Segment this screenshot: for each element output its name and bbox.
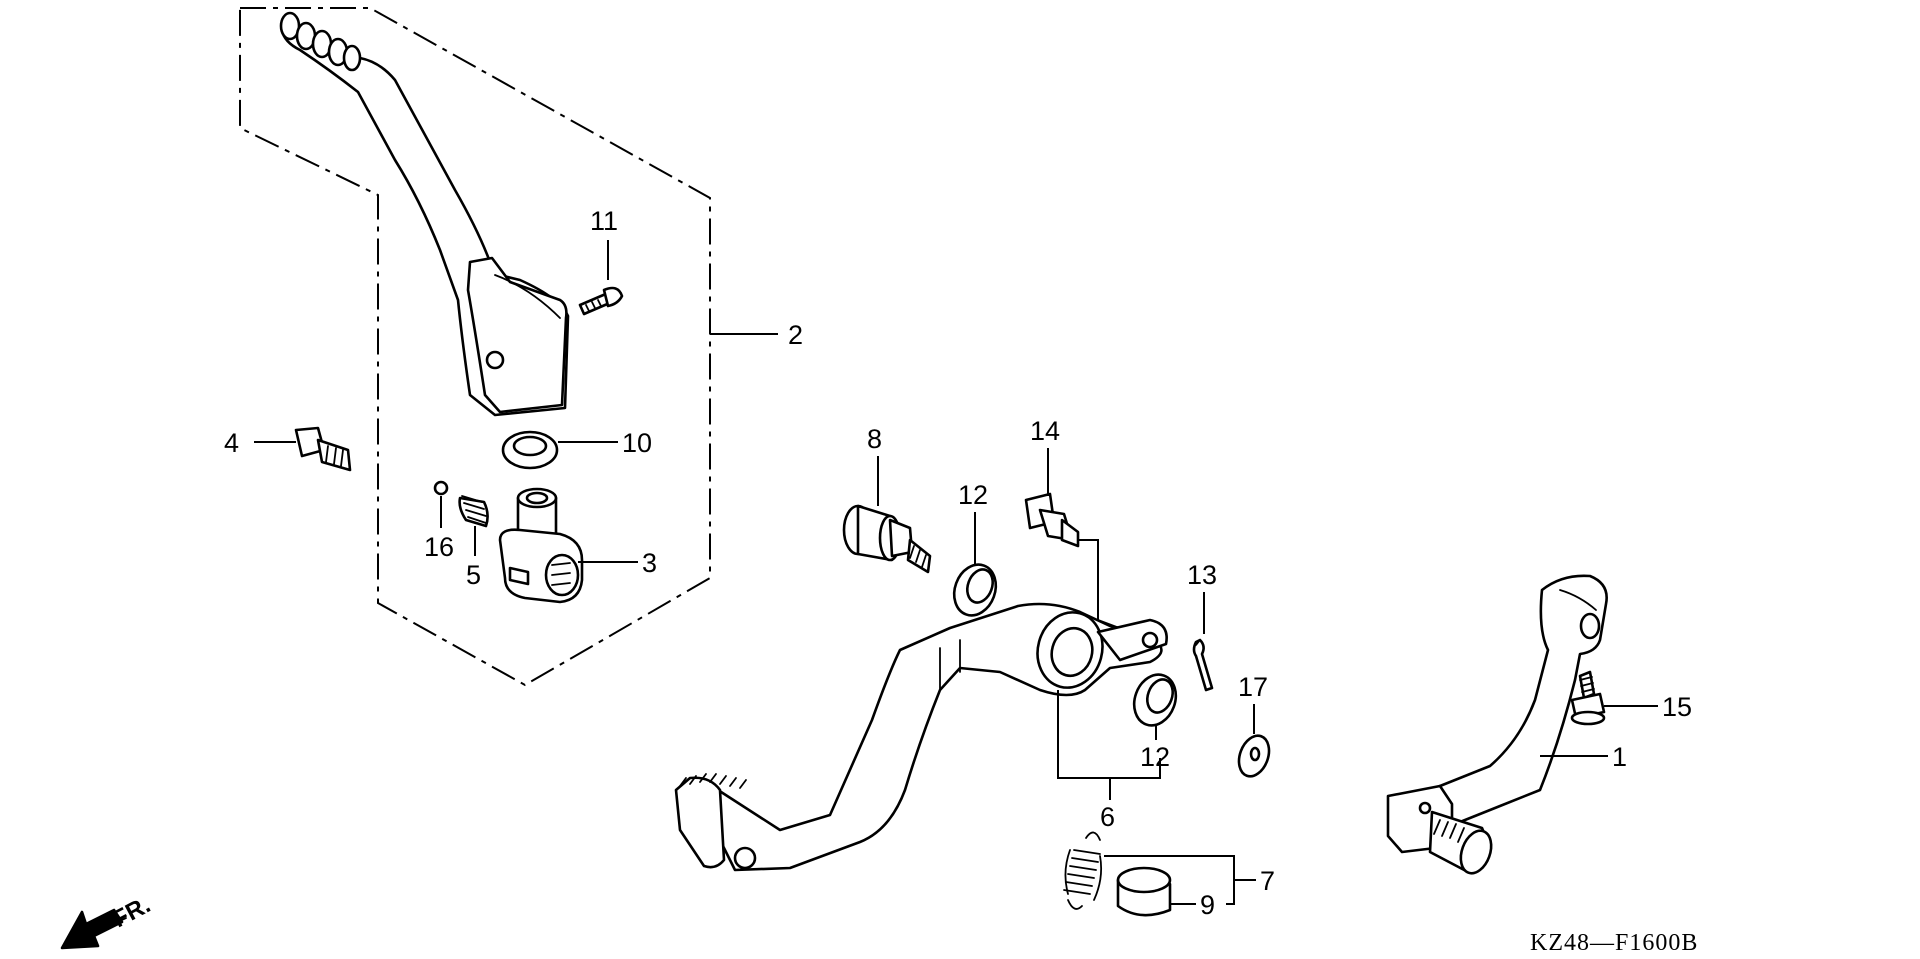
front-arrow-icon bbox=[60, 908, 127, 950]
seal-10 bbox=[501, 430, 559, 470]
cotter-pin-13 bbox=[1192, 638, 1214, 692]
callout-3: 3 bbox=[642, 548, 657, 578]
ball-16 bbox=[433, 480, 449, 496]
callout-12-lower: 12 bbox=[1140, 742, 1170, 772]
callout-10: 10 bbox=[622, 428, 652, 458]
washer-17 bbox=[1237, 734, 1271, 778]
callout-16: 16 bbox=[424, 532, 454, 562]
dust-seal-12-upper bbox=[952, 563, 998, 617]
collar-9 bbox=[1116, 866, 1172, 917]
clevis-pin-14 bbox=[1024, 492, 1080, 548]
bolt-11 bbox=[578, 286, 624, 316]
spring-5 bbox=[458, 495, 489, 528]
kick-spindle-3 bbox=[498, 487, 584, 604]
callout-7: 7 bbox=[1260, 866, 1275, 896]
dust-seal-12-lower bbox=[1132, 673, 1178, 727]
callout-12-upper: 12 bbox=[958, 480, 988, 510]
callout-2: 2 bbox=[788, 320, 803, 350]
callout-6: 6 bbox=[1100, 802, 1115, 832]
callout-5: 5 bbox=[466, 560, 481, 590]
bolt-15 bbox=[1570, 670, 1606, 726]
callout-13: 13 bbox=[1187, 560, 1217, 590]
gearshift-pedal-1 bbox=[1386, 574, 1608, 875]
bolt-4 bbox=[294, 426, 352, 472]
kick-assembly-boundary bbox=[239, 7, 711, 687]
callout-15: 15 bbox=[1662, 692, 1692, 722]
callout-17: 17 bbox=[1238, 672, 1268, 702]
brake-pedal-6 bbox=[674, 602, 1168, 872]
callout-4: 4 bbox=[224, 428, 239, 458]
pivot-bolt-8 bbox=[842, 504, 932, 574]
callout-9: 9 bbox=[1200, 890, 1215, 920]
callout-14: 14 bbox=[1030, 416, 1060, 446]
kick-starter-arm bbox=[279, 11, 570, 417]
callout-8: 8 bbox=[867, 424, 882, 454]
drawing-code: KZ48—F1600B bbox=[1530, 930, 1698, 956]
return-spring bbox=[1063, 831, 1103, 910]
callout-1: 1 bbox=[1612, 742, 1627, 772]
front-indicator-label: FR. bbox=[108, 891, 155, 933]
callout-11: 11 bbox=[590, 206, 618, 236]
